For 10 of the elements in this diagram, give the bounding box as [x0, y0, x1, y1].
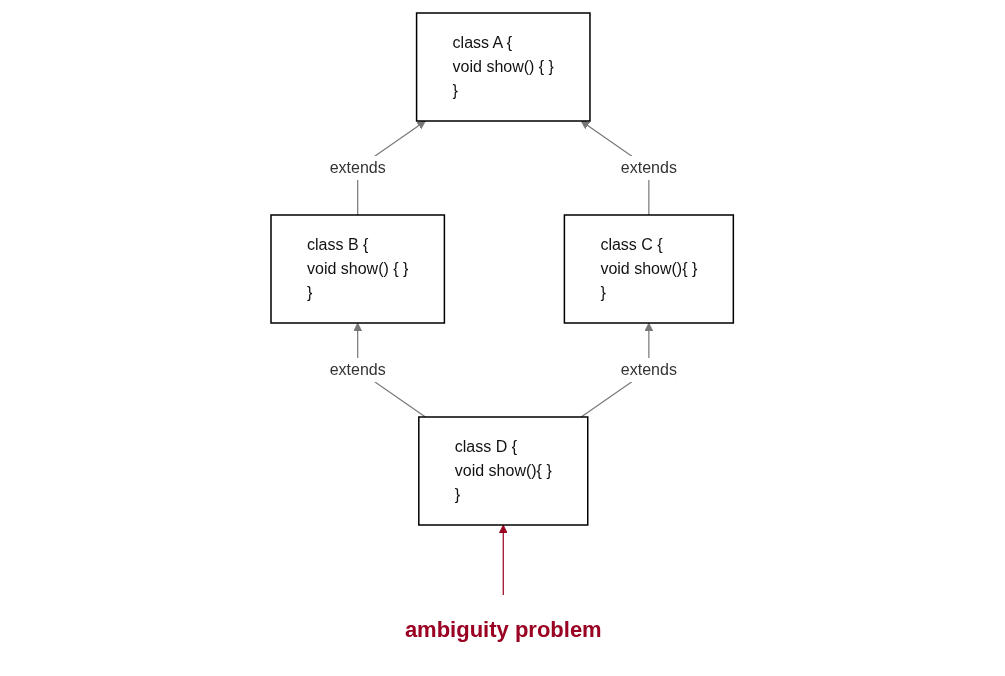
edge-label: extends: [330, 360, 387, 378]
node-box: class C { void show(){ } }: [563, 213, 735, 324]
node-text: ambiguity problem: [405, 616, 602, 642]
node-box: class B { void show() { } }: [270, 213, 446, 324]
edge-label: extends: [621, 158, 678, 176]
edge-label: extends: [621, 360, 678, 378]
arrow: [499, 524, 508, 596]
node-box: class A { void show() { } }: [416, 11, 592, 122]
node-box: class D { void show(){ } }: [418, 415, 589, 526]
edge-label: extends: [330, 158, 387, 176]
